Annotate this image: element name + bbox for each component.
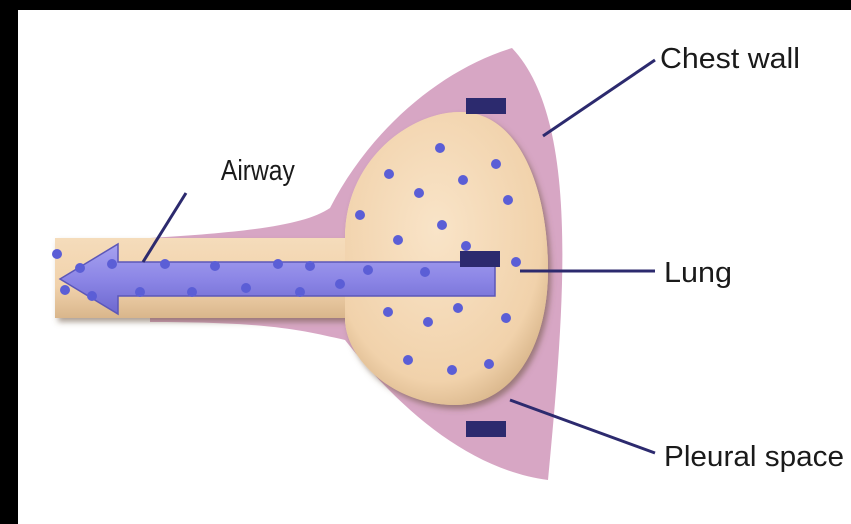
particle <box>458 175 468 185</box>
particle <box>423 317 433 327</box>
particle <box>160 259 170 269</box>
pleural-marker-bottom <box>466 421 506 437</box>
particle <box>414 188 424 198</box>
particle <box>484 359 494 369</box>
particle <box>453 303 463 313</box>
particle <box>363 265 373 275</box>
chest-wall-label: Chest wall <box>660 43 800 75</box>
particle <box>511 257 521 267</box>
particle <box>52 249 62 259</box>
lung-label: Lung <box>664 257 732 289</box>
particle <box>75 263 85 273</box>
particle <box>491 159 501 169</box>
particle <box>87 291 97 301</box>
pleural-space-label: Pleural space <box>664 441 844 473</box>
particle <box>60 285 70 295</box>
particle <box>335 279 345 289</box>
particle <box>305 261 315 271</box>
particle <box>461 241 471 251</box>
particle <box>135 287 145 297</box>
particle <box>501 313 511 323</box>
particle <box>107 259 117 269</box>
particle <box>383 307 393 317</box>
particle <box>210 261 220 271</box>
particle <box>437 220 447 230</box>
airway-label: Airway <box>221 154 295 186</box>
particle <box>503 195 513 205</box>
particle <box>355 210 365 220</box>
particle <box>187 287 197 297</box>
particle <box>384 169 394 179</box>
particle <box>447 365 457 375</box>
particle <box>295 287 305 297</box>
particle <box>403 355 413 365</box>
chest-wall-leader-line <box>543 60 655 136</box>
particle <box>273 259 283 269</box>
particle <box>435 143 445 153</box>
particle <box>393 235 403 245</box>
particle <box>241 283 251 293</box>
particle <box>420 267 430 277</box>
pleural-marker-middle <box>460 251 500 267</box>
pleural-marker-top <box>466 98 506 114</box>
